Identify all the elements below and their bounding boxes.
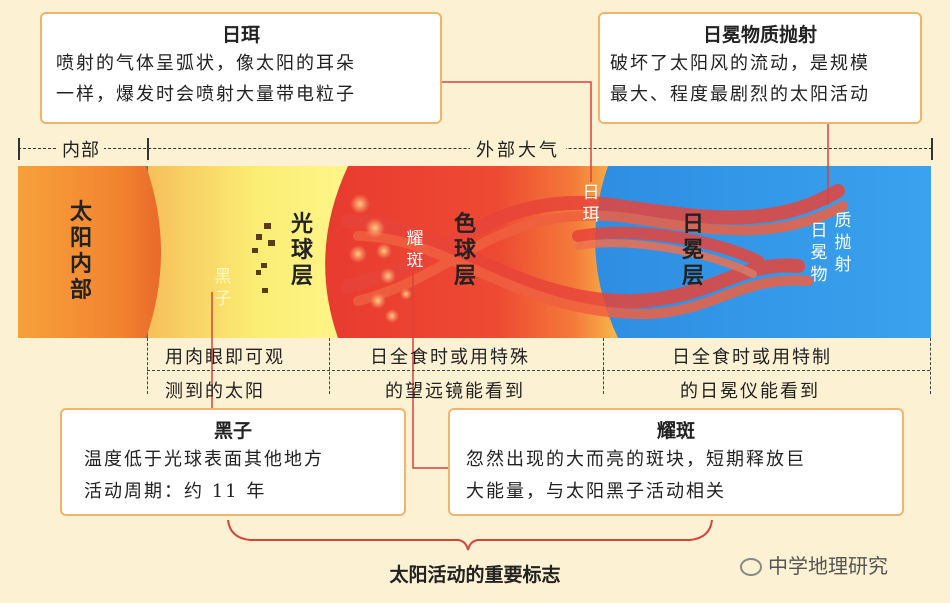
scale-tick-right xyxy=(931,138,933,160)
chromosphere-char: 层 xyxy=(453,264,476,289)
sun-interior-char: 太 xyxy=(69,200,92,225)
flare-box: 耀斑 忽然出现的大而亮的斑块，短期释放巨 大能量，与太阳黑子活动相关 xyxy=(448,408,904,516)
corona-char: 冕 xyxy=(681,238,704,263)
photosphere-char: 层 xyxy=(290,264,313,289)
cme-char: 射 xyxy=(834,255,852,275)
flare-box-line2: 大能量，与太阳黑子活动相关 xyxy=(466,481,726,502)
corona-visibility-2: 的日冕仪能看到 xyxy=(680,381,820,402)
flare-box-title: 耀斑 xyxy=(656,420,695,442)
sunspot-char: 子 xyxy=(214,289,232,309)
cme-inband-label-col2: 质 抛 射 xyxy=(832,210,854,276)
chromosphere-visibility-1: 日全食时或用特殊 xyxy=(370,347,530,368)
scale-tick-mid xyxy=(147,138,149,160)
flare-char: 耀 xyxy=(406,229,424,249)
sun-interior-char: 阳 xyxy=(69,226,92,251)
cme-char: 冕 xyxy=(810,243,828,263)
prominence-box-line1: 喷射的气体呈弧状，像太阳的耳朵 xyxy=(56,53,356,74)
interior-scale-label: 内部 xyxy=(58,136,104,162)
cme-char: 日 xyxy=(810,221,828,241)
bottom-divider-4 xyxy=(930,338,931,394)
chromosphere-label: 色 球 层 xyxy=(450,212,480,290)
chromosphere-visibility-2: 的望远镜能看到 xyxy=(385,381,525,402)
sun-layers-band xyxy=(18,166,931,338)
bottom-divider-3 xyxy=(603,338,604,394)
watermark: 中学地理研究 xyxy=(740,550,888,579)
flare-char: 斑 xyxy=(406,251,424,271)
sun-interior-char: 部 xyxy=(69,278,92,303)
prominence-arcs xyxy=(341,184,848,320)
watermark-text: 中学地理研究 xyxy=(768,554,888,578)
prominence-box: 日珥 喷射的气体呈弧状，像太阳的耳朵 一样，爆发时会喷射大量带电粒子 xyxy=(40,12,442,124)
sunspot-box-title: 黑子 xyxy=(213,420,252,442)
photosphere-char: 光 xyxy=(290,212,313,237)
cme-box-line2: 最大、程度最剧烈的太阳活动 xyxy=(610,84,870,105)
cme-char: 物 xyxy=(810,265,828,285)
cme-box-title: 日冕物质抛射 xyxy=(702,24,817,46)
sun-interior-char: 内 xyxy=(69,252,92,277)
bottom-divider-2 xyxy=(329,338,330,394)
footer-brace xyxy=(227,519,713,551)
cme-inband-label-col1: 日 冕 物 xyxy=(808,220,830,286)
photosphere-visibility-2: 测到的太阳 xyxy=(165,381,265,402)
sunspot-box: 黑子 温度低于光球表面其他地方 活动周期：约 11 年 xyxy=(60,408,406,516)
prominence-inband-label: 日 珥 xyxy=(580,182,602,226)
corona-visibility-1: 日全食时或用特制 xyxy=(672,347,832,368)
sunspot-box-line2: 活动周期：约 11 年 xyxy=(84,481,267,502)
prominence-char: 珥 xyxy=(582,205,600,225)
sun-interior-label: 太 阳 内 部 xyxy=(66,200,96,304)
chromosphere-char: 球 xyxy=(453,238,476,263)
flare-glows xyxy=(349,194,412,323)
photosphere-layer xyxy=(148,166,348,338)
bottom-dashed-line xyxy=(147,370,930,371)
photosphere-visibility-1: 用肉眼即可观 xyxy=(165,347,285,368)
sunspot-char: 黑 xyxy=(214,267,232,287)
cme-char: 抛 xyxy=(834,233,852,253)
prominence-box-title: 日珥 xyxy=(221,24,260,46)
photosphere-label: 光 球 层 xyxy=(287,212,317,290)
sun-interior-layer xyxy=(18,166,161,338)
corona-char: 层 xyxy=(681,264,704,289)
wechat-icon xyxy=(740,558,762,576)
cme-box: 日冕物质抛射 破坏了太阳风的流动，是规模 最大、程度最剧烈的太阳活动 xyxy=(598,12,922,124)
outer-atmosphere-scale-label: 外部大气 xyxy=(470,136,566,162)
cme-box-line1: 破坏了太阳风的流动，是规模 xyxy=(610,53,870,74)
photosphere-char: 球 xyxy=(290,238,313,263)
prominence-box-line2: 一样，爆发时会喷射大量带电粒子 xyxy=(56,84,356,105)
flare-inband-label: 耀 斑 xyxy=(404,228,426,272)
chromosphere-char: 色 xyxy=(453,212,476,237)
flare-box-line1: 忽然出现的大而亮的斑块，短期释放巨 xyxy=(466,449,806,470)
sunspot-inband-label: 黑 子 xyxy=(212,266,234,310)
footer-caption: 太阳活动的重要标志 xyxy=(389,564,561,586)
sunspot-dots xyxy=(252,223,275,293)
corona-char: 日 xyxy=(681,212,704,237)
prominence-char: 日 xyxy=(582,183,600,203)
cme-char: 质 xyxy=(834,211,852,231)
sunspot-box-line1: 温度低于光球表面其他地方 xyxy=(84,449,324,470)
scale-tick-left xyxy=(18,138,20,160)
bottom-divider-1 xyxy=(147,338,148,394)
corona-label: 日 冕 层 xyxy=(678,212,708,290)
